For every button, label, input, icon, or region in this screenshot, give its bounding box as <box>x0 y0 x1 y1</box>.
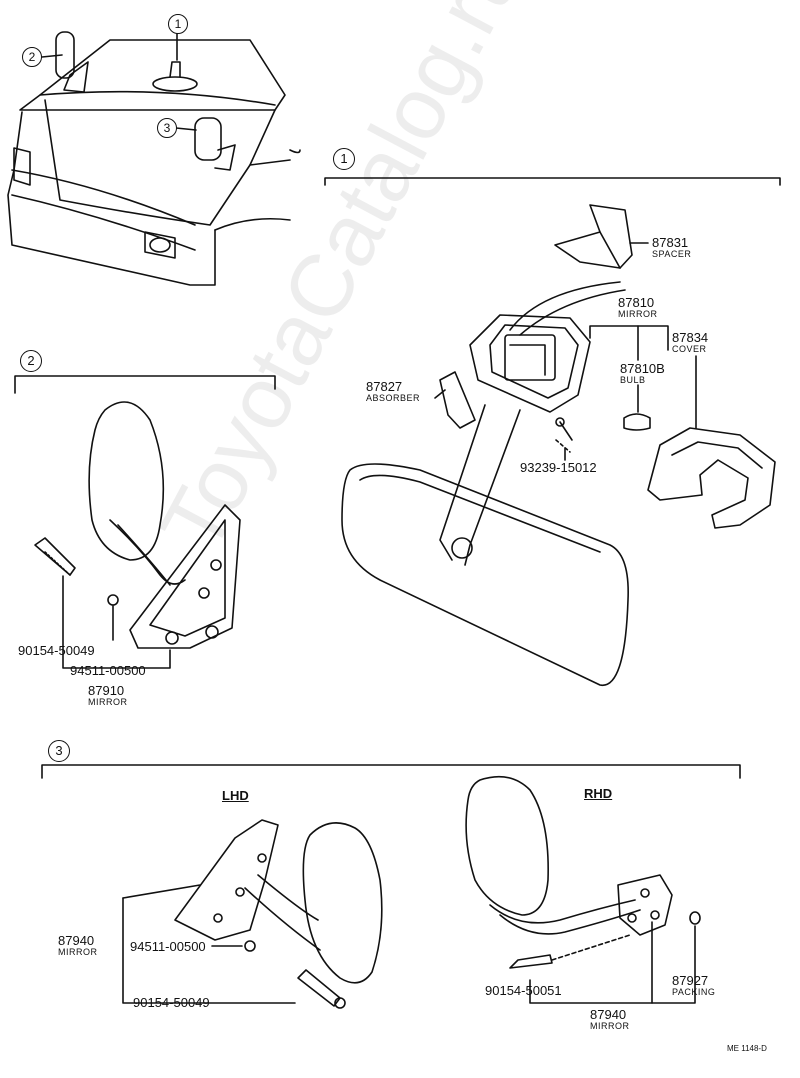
leader-ref2 <box>41 54 63 58</box>
part-87827-number: 87827 <box>366 379 403 394</box>
leader-rhd-mirror <box>529 921 653 1004</box>
section-1-badge: 1 <box>333 148 355 170</box>
section-2-badge: 2 <box>20 350 42 372</box>
part-87831-number: 87831 <box>652 235 689 250</box>
lhd-mirror-drawing <box>174 819 383 1009</box>
section3-frame <box>41 764 741 779</box>
leader-87827 <box>434 389 446 399</box>
leader-rhd-packing <box>651 925 696 1004</box>
part-87940-rhd-number: 87940 <box>590 1007 627 1022</box>
leader-87810 <box>589 325 669 351</box>
overview-ref-3: 3 <box>157 118 177 138</box>
part-87927-number: 87927 <box>672 973 709 988</box>
leader-lhd-bolt <box>122 897 296 1004</box>
part-87834-name: COVER <box>672 344 707 354</box>
part-87940-lhd-name: MIRROR <box>58 947 98 957</box>
part-87927-name: PACKING <box>672 987 716 997</box>
part-90154-c-number: 90154-50051 <box>485 983 562 998</box>
section1-frame <box>324 177 781 186</box>
door-mirror-drawing <box>34 401 241 649</box>
part-87810-name: MIRROR <box>618 309 658 319</box>
truck-overview <box>7 31 301 286</box>
part-87940-rhd-name: MIRROR <box>590 1021 630 1031</box>
overview-ref-1: 1 <box>168 14 188 34</box>
variant-rhd: RHD <box>584 786 613 801</box>
part-93239-number: 93239-15012 <box>520 460 597 475</box>
overview-ref-2: 2 <box>22 47 42 67</box>
drawing-code: ME 1148-D <box>727 1044 767 1053</box>
part-87940-lhd-number: 87940 <box>58 933 95 948</box>
part-94511-b-number: 94511-00500 <box>130 939 206 954</box>
leader-ref3 <box>175 127 197 131</box>
part-90154-a-number: 90154-50049 <box>18 643 95 658</box>
section-3-badge: 3 <box>48 740 70 762</box>
part-94511-a-number: 94511-00500 <box>70 663 146 678</box>
rhd-mirror-drawing <box>465 775 701 969</box>
part-87810b-name: BULB <box>620 375 646 385</box>
part-87810b-number: 87810B <box>620 361 665 376</box>
part-87834-number: 87834 <box>672 330 709 345</box>
leader-lhd-mirror <box>122 884 201 899</box>
part-90154-b-number: 90154-50049 <box>133 995 210 1010</box>
variant-lhd: LHD <box>222 788 249 803</box>
part-87831-name: SPACER <box>652 249 692 259</box>
inner-mirror-drawing <box>341 204 776 686</box>
leader-87910 <box>62 575 171 669</box>
part-87910-number: 87910 <box>88 683 125 698</box>
part-87827-name: ABSORBER <box>366 393 421 403</box>
part-87810-number: 87810 <box>618 295 655 310</box>
part-87910-name: MIRROR <box>88 697 128 707</box>
section2-frame <box>14 375 276 394</box>
